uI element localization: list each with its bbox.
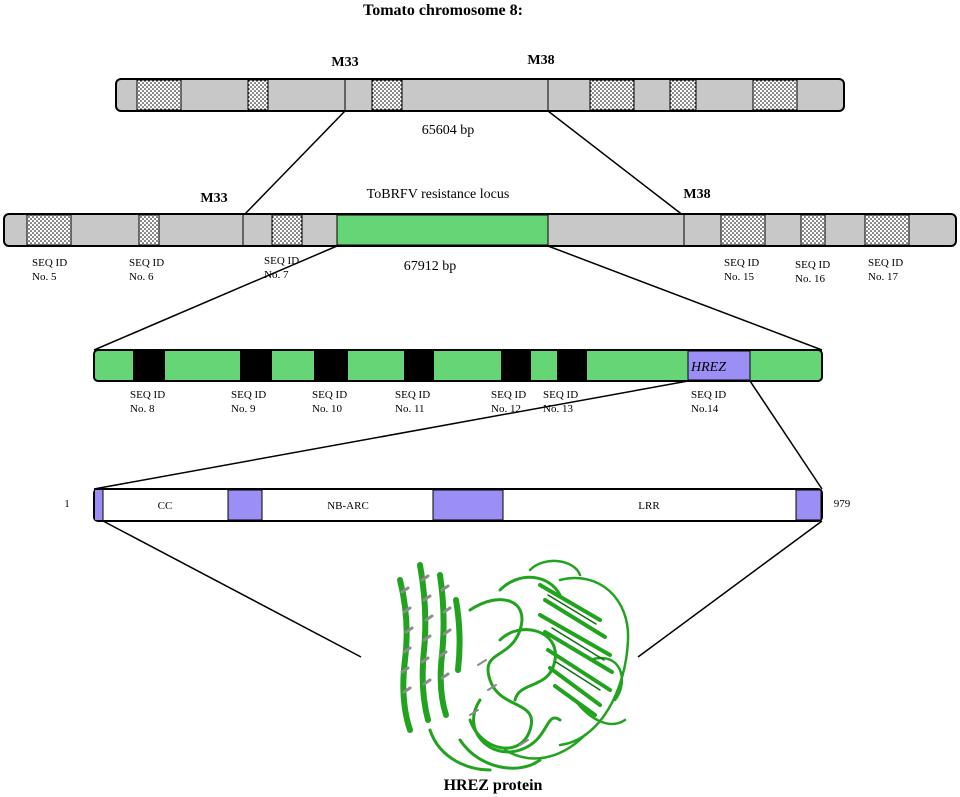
- gene-segment: [501, 351, 531, 380]
- seq-label-13-line1: SEQ ID: [543, 389, 578, 401]
- gene-segment: [314, 351, 348, 380]
- protein-start-position: 1: [64, 498, 70, 510]
- seq-label-6-line1: SEQ ID: [129, 257, 164, 269]
- linker-region: [227, 489, 263, 521]
- locus-region-bar: [3, 213, 957, 247]
- marker-label-m38: M38: [527, 53, 554, 68]
- seq-label-6-line2: No. 6: [129, 271, 154, 283]
- seq-label-11-line2: No. 11: [395, 403, 425, 415]
- gene-segment: [557, 351, 587, 380]
- stippled-region: [371, 79, 403, 111]
- seq-label-8-line2: No. 8: [130, 403, 155, 415]
- seq-label-15-line1: SEQ ID: [724, 257, 759, 269]
- seq-label-17-line2: No. 17: [868, 271, 898, 283]
- gene-segment: [404, 351, 434, 380]
- locus-gene-bar: [93, 349, 823, 382]
- zoom-line: [93, 245, 338, 351]
- seq-label-10-line2: No. 10: [312, 403, 342, 415]
- zoom-line: [242, 110, 346, 217]
- chromosome-8-bar: [115, 78, 845, 112]
- seq-label-14-line2: No.14: [691, 403, 719, 415]
- seq-label-14-line1: SEQ ID: [691, 389, 726, 401]
- seq-label-9-line1: SEQ ID: [231, 389, 266, 401]
- zoom-line: [93, 380, 689, 490]
- bp-label-top: 65604 bp: [422, 123, 475, 138]
- seq-label-8-line1: SEQ ID: [130, 389, 165, 401]
- seq-label-15-line2: No. 15: [724, 271, 754, 283]
- seq-label-16-line2: No. 16: [795, 273, 825, 285]
- zoom-line: [749, 380, 823, 490]
- marker-label-m33: M33: [331, 55, 358, 70]
- stippled-region: [864, 214, 910, 246]
- locus-label: ToBRFV resistance locus: [367, 187, 510, 202]
- seq-label-5-line1: SEQ ID: [32, 257, 67, 269]
- seq-label-9-line2: No. 9: [231, 403, 256, 415]
- seq-label-17-line1: SEQ ID: [868, 257, 903, 269]
- domain-label-lrr: LRR: [638, 500, 660, 512]
- linker-region: [432, 489, 504, 521]
- seq-label-11-line1: SEQ ID: [395, 389, 430, 401]
- stippled-region: [800, 214, 826, 246]
- seq-label-5-line2: No. 5: [32, 271, 57, 283]
- linker-region: [95, 490, 103, 520]
- stippled-region: [138, 214, 160, 246]
- domain-label-nb-arc: NB-ARC: [327, 500, 369, 512]
- resistance-locus-region: [336, 214, 549, 246]
- seq-label-7-line2: No. 7: [264, 269, 289, 281]
- stippled-region: [136, 79, 182, 111]
- stippled-region: [247, 79, 269, 111]
- hrez-gene-label: HREZ: [690, 360, 726, 375]
- gene-segment: [240, 351, 272, 380]
- zoom-line: [637, 520, 823, 658]
- stippled-region: [720, 214, 766, 246]
- seq-label-16-line1: SEQ ID: [795, 259, 830, 271]
- diagram-title: Tomato chromosome 8:: [363, 2, 523, 19]
- zoom-line: [547, 110, 685, 217]
- marker-label-m38-row2: M38: [683, 187, 710, 202]
- stippled-region: [669, 79, 697, 111]
- protein-structure-image: [397, 559, 630, 772]
- domain-label-cc: CC: [158, 500, 173, 512]
- seq-label-12-line1: SEQ ID: [491, 389, 526, 401]
- linker-region: [795, 489, 822, 521]
- protein-domain-bar: [93, 488, 823, 522]
- gene-segment: [133, 351, 165, 380]
- seq-label-7-line1: SEQ ID: [264, 255, 299, 267]
- seq-label-12-line2: No. 12: [491, 403, 521, 415]
- protein-end-position: 979: [834, 498, 851, 510]
- seq-label-10-line1: SEQ ID: [312, 389, 347, 401]
- bp-label-mid: 67912 bp: [404, 259, 457, 274]
- stippled-region: [26, 214, 72, 246]
- stippled-region: [271, 214, 303, 246]
- zoom-line: [547, 245, 823, 351]
- protein-label: HREZ protein: [444, 777, 543, 794]
- zoom-line: [102, 520, 362, 658]
- stippled-region: [752, 79, 798, 111]
- stippled-region: [589, 79, 635, 111]
- marker-label-m33-row2: M33: [200, 191, 227, 206]
- hrez-gene-segment: [687, 350, 751, 381]
